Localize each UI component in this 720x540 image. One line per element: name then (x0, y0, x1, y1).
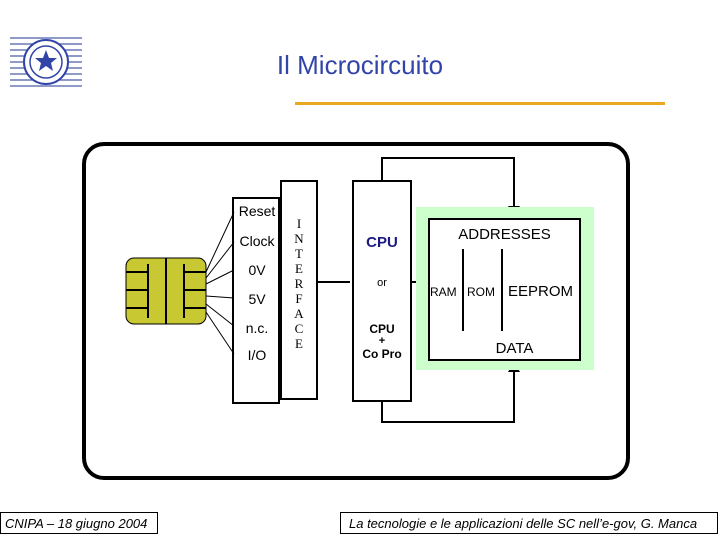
memory-divider-1 (462, 249, 464, 331)
rom-label: ROM (467, 285, 495, 299)
coprocessor-label: Co Pro (362, 347, 402, 361)
cpu-label-2: CPU (369, 322, 395, 336)
page-title: Il Microcircuito (276, 50, 444, 80)
interface-letter: C (294, 321, 304, 336)
interface-letter: E (295, 336, 303, 351)
data-label: DATA (495, 340, 534, 357)
interface-letter: F (295, 291, 303, 306)
smart-card-outline (82, 142, 630, 480)
pin-5v: 5V (248, 291, 266, 307)
interface-letter: R (294, 276, 304, 291)
pin-clock: Clock (239, 233, 275, 249)
interface-letter: I (296, 216, 302, 231)
interface-letter: A (294, 306, 304, 321)
cpu-plus: + (378, 335, 386, 347)
interface-letter: E (295, 261, 303, 276)
memory-block (428, 218, 581, 361)
pin-reset: Reset (238, 203, 276, 219)
ram-label: RAM (430, 285, 457, 299)
chip-contact-pad (125, 257, 207, 325)
pin-wires (205, 211, 235, 355)
pin-column (232, 197, 280, 404)
pin-io: I/O (247, 347, 267, 363)
title-underline (295, 102, 665, 105)
footer-right: La tecnologie e le applicazioni delle SC… (340, 512, 718, 534)
memory-divider-2 (501, 249, 503, 331)
eeprom-label: EEPROM (508, 283, 574, 300)
footer-left: CNIPA – 18 giugno 2004 (0, 512, 158, 534)
addresses-label: ADDRESSES (458, 226, 551, 243)
emblem-logo (8, 30, 84, 94)
cpu-label: CPU (366, 234, 398, 251)
interface-box (280, 180, 318, 400)
interface-letter: N (294, 231, 304, 246)
interface-letter: T (295, 246, 303, 261)
pin-0v: 0V (248, 262, 266, 278)
cpu-box (352, 180, 412, 402)
cpu-or: or (377, 277, 387, 289)
pin-nc: n.c. (245, 320, 269, 336)
